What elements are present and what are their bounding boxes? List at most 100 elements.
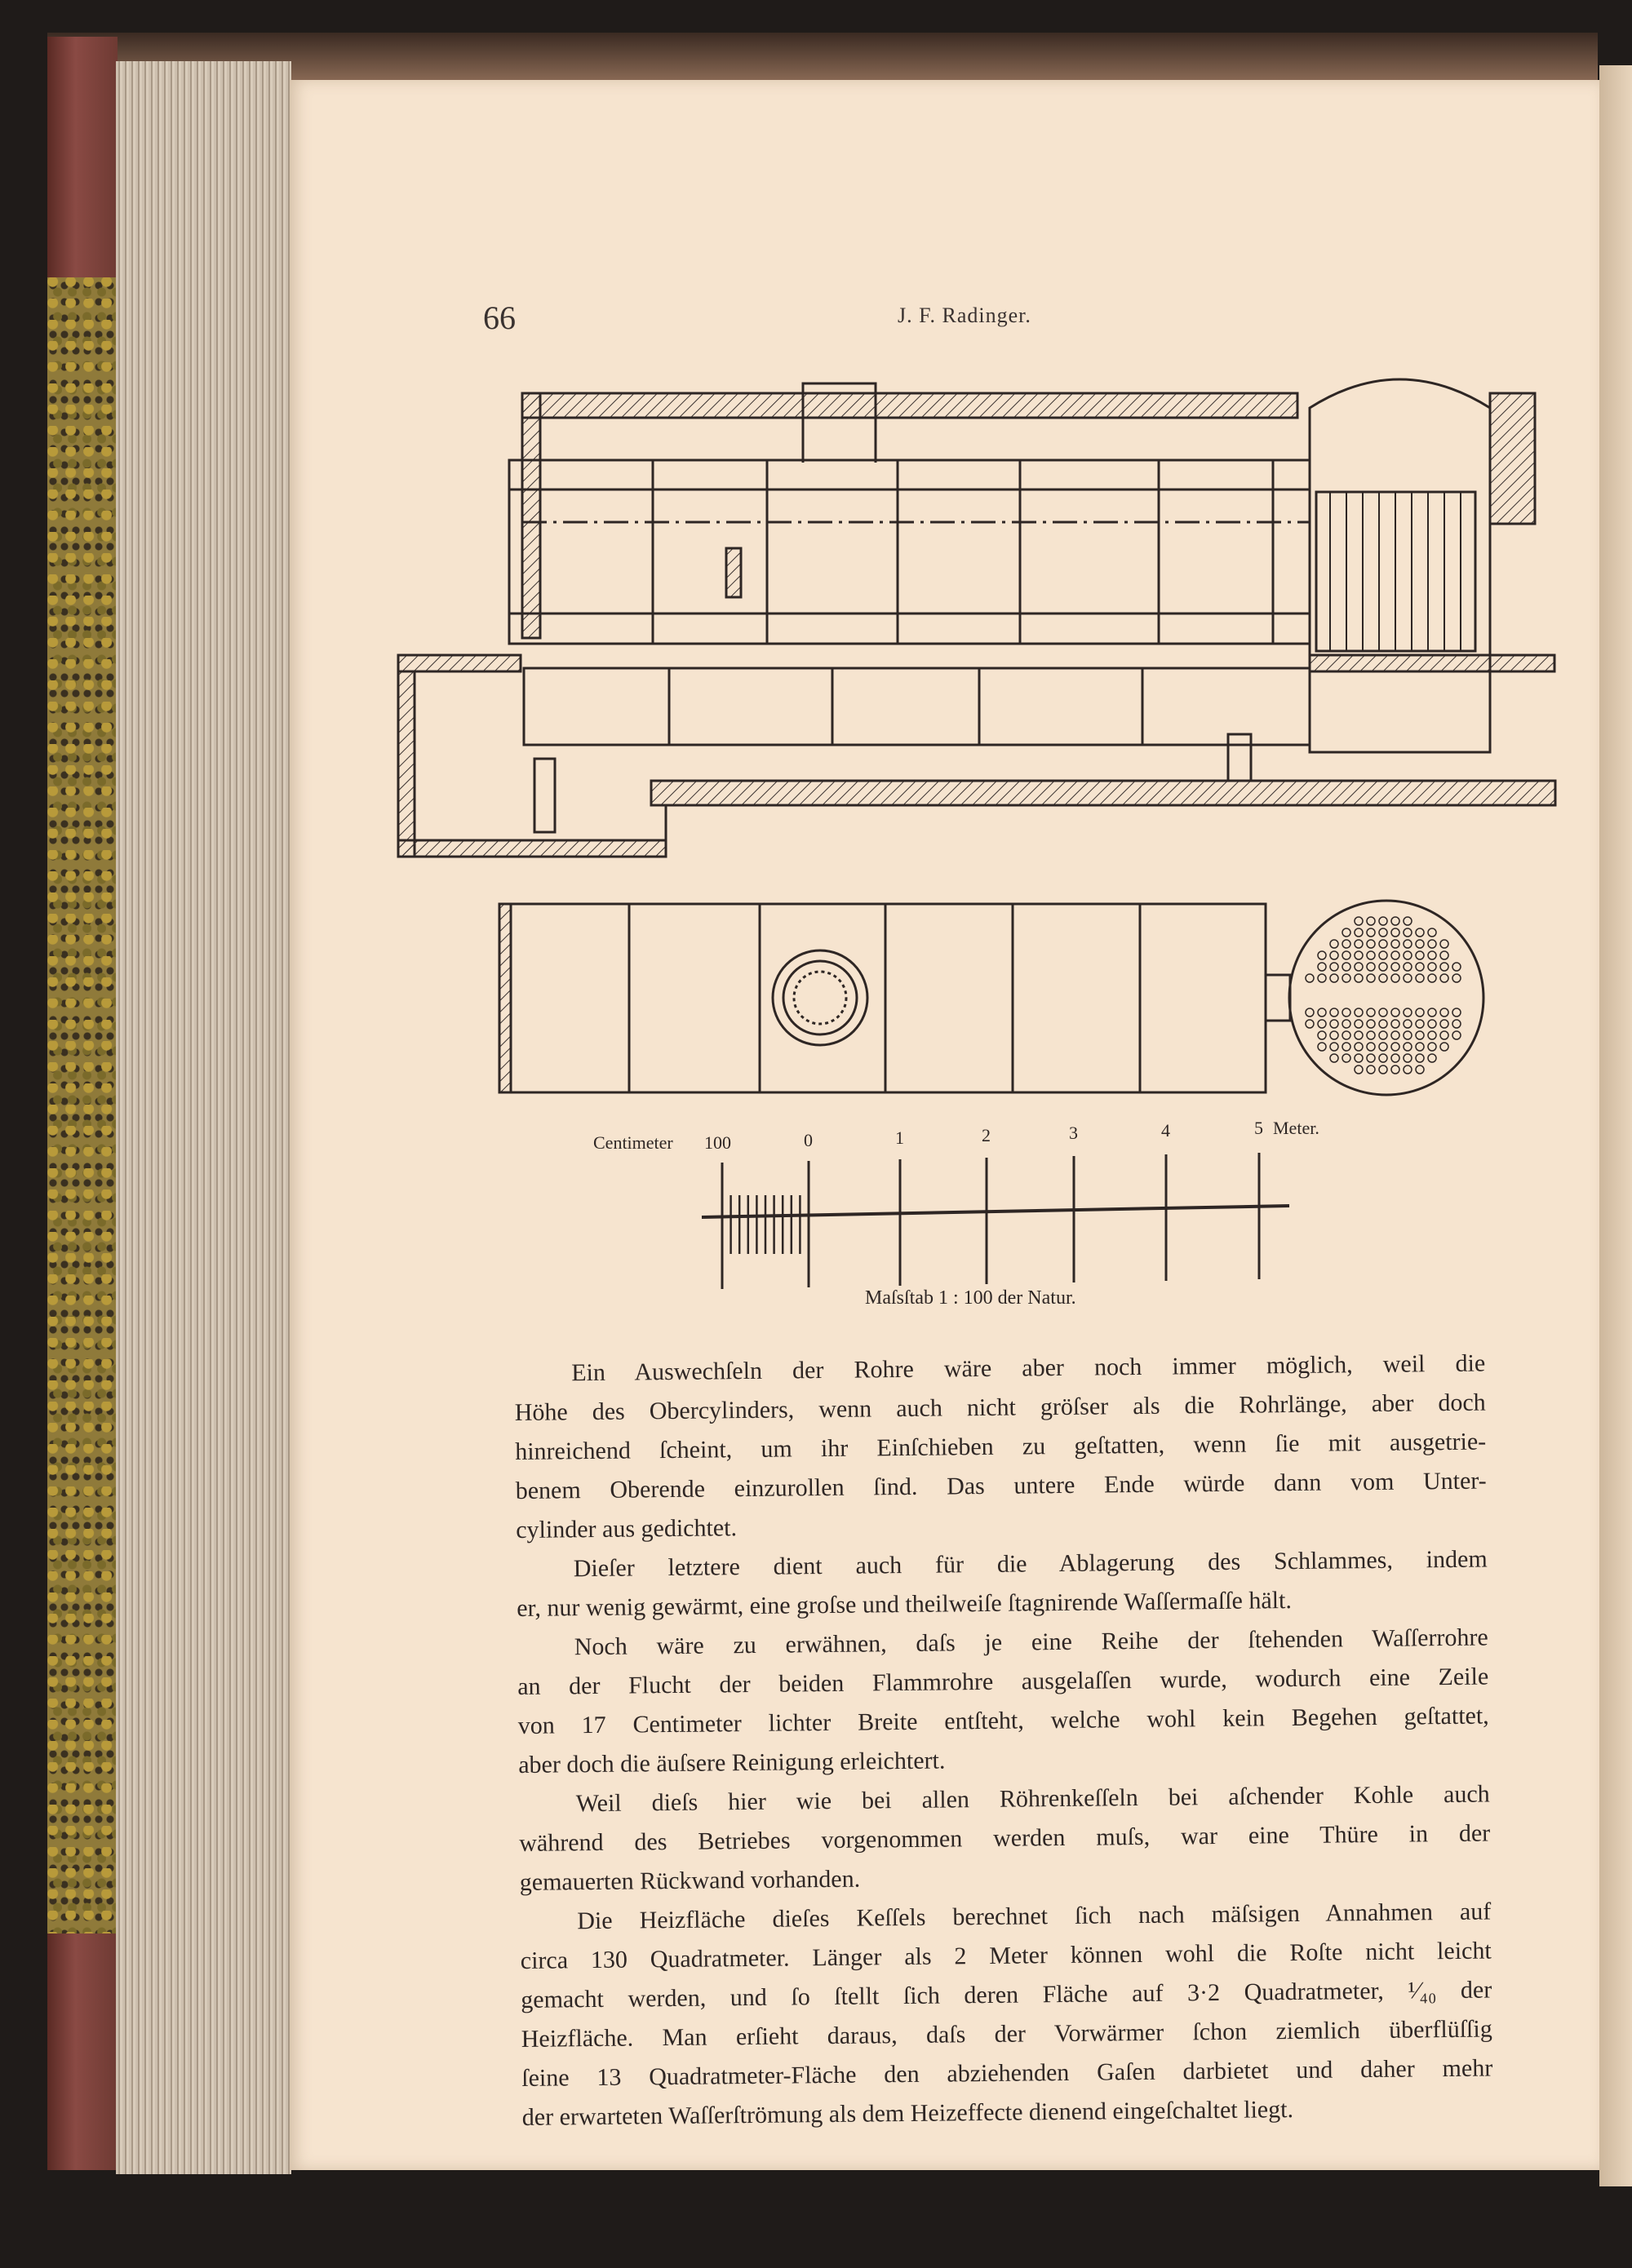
tube-hole xyxy=(1329,962,1339,972)
tube-hole xyxy=(1342,939,1351,949)
tube-hole xyxy=(1403,1019,1412,1029)
tube-hole xyxy=(1366,950,1376,960)
tube-hole xyxy=(1427,939,1437,949)
tube-hole xyxy=(1403,950,1412,960)
tube-hole xyxy=(1305,973,1315,983)
tube-hole xyxy=(1354,1042,1364,1052)
tube-hole xyxy=(1439,962,1449,972)
tube-hole xyxy=(1342,1042,1351,1052)
tube-hole xyxy=(1378,950,1388,960)
tube-hole xyxy=(1305,1008,1315,1017)
tube-hole xyxy=(1403,962,1412,972)
scale-unit-centimeter: Centimeter xyxy=(593,1132,673,1153)
tube-hole xyxy=(1378,1065,1388,1074)
scale-tick-label: 2 xyxy=(982,1125,991,1145)
tube-hole xyxy=(1439,1008,1449,1017)
page-block-edges xyxy=(116,61,291,2174)
tube-hole xyxy=(1403,1065,1412,1074)
tube-hole xyxy=(1366,928,1376,937)
tube-hole xyxy=(1305,1019,1315,1029)
tube-hole xyxy=(1329,973,1339,983)
tube-hole xyxy=(1354,1065,1364,1074)
tube-hole xyxy=(1342,1008,1351,1017)
scale-tick-label: 1 xyxy=(895,1127,904,1148)
tube-hole xyxy=(1403,939,1412,949)
tube-hole xyxy=(1403,916,1412,926)
tube-hole xyxy=(1317,1030,1327,1040)
tube-hole xyxy=(1390,1065,1400,1074)
facing-page-edge xyxy=(1599,65,1632,2186)
upper-drum xyxy=(508,458,1311,645)
tube-hole xyxy=(1415,1042,1425,1052)
scale-unit-meter: Meter. xyxy=(1273,1118,1319,1138)
scale-baseline xyxy=(701,1204,1290,1219)
tube-hole xyxy=(1329,1008,1339,1017)
plan-view-drawing xyxy=(498,899,1485,1096)
tube-hole xyxy=(1390,1019,1400,1029)
tube-hole xyxy=(1366,1042,1376,1052)
tube-hole xyxy=(1403,1042,1412,1052)
tube-hole xyxy=(1439,1030,1449,1040)
tube-hole xyxy=(1342,973,1351,983)
foundation-floor xyxy=(650,779,1557,807)
tube-hole xyxy=(1415,928,1425,937)
tube-hole xyxy=(1354,939,1364,949)
tube-hole xyxy=(1342,1053,1351,1063)
tube-hole xyxy=(1329,939,1339,949)
tube-hole xyxy=(1366,939,1376,949)
book-top-edge xyxy=(47,33,1598,82)
ash-pit xyxy=(397,671,667,858)
tube-hole xyxy=(1366,1008,1376,1017)
tube-hole xyxy=(1452,1008,1461,1017)
tube-hole xyxy=(1427,1008,1437,1017)
tube-hole xyxy=(1378,1042,1388,1052)
tube-hole xyxy=(1366,1065,1376,1074)
tube-hole xyxy=(1354,950,1364,960)
tube-hole xyxy=(1366,1019,1376,1029)
tube-hole xyxy=(1390,916,1400,926)
running-head: J. F. Radinger. xyxy=(898,303,1031,327)
tube-hole xyxy=(1354,928,1364,937)
dome-plan xyxy=(771,949,869,1047)
tube-hole xyxy=(1354,1019,1364,1029)
tube-hole xyxy=(1317,1008,1327,1017)
tube-hole xyxy=(1354,916,1364,926)
tube-hole xyxy=(1354,1053,1364,1063)
tube-hole xyxy=(1317,962,1327,972)
scale-tick-label: 5 xyxy=(1254,1118,1263,1138)
tube-hole xyxy=(1403,1008,1412,1017)
scale-caption: Maſsſtab 1 : 100 der Natur. xyxy=(865,1287,1076,1309)
tube-hole xyxy=(1427,973,1437,983)
tube-hole xyxy=(1427,962,1437,972)
lower-drum xyxy=(522,667,1311,746)
tube-hole xyxy=(1403,973,1412,983)
scale-tick-label: 100 xyxy=(704,1132,731,1153)
tube-hole xyxy=(1427,1042,1437,1052)
tube-hole xyxy=(1390,962,1400,972)
tube-hole xyxy=(1354,973,1364,983)
tube-hole xyxy=(1366,1053,1376,1063)
end-chamber xyxy=(1308,378,1492,754)
scale-tick-label: 4 xyxy=(1161,1120,1170,1141)
tube-hole xyxy=(1329,950,1339,960)
tube-hole xyxy=(1390,973,1400,983)
book-cover-leather xyxy=(47,37,118,281)
brick-right-wall xyxy=(1488,392,1537,525)
tube-hole xyxy=(1390,939,1400,949)
brick-roof xyxy=(521,392,1299,419)
tube-hole xyxy=(1439,939,1449,949)
tube-hole xyxy=(1378,939,1388,949)
tube-hole xyxy=(1403,1053,1412,1063)
tube-hole xyxy=(1415,962,1425,972)
book-page xyxy=(290,80,1599,2170)
tube-hole xyxy=(1427,950,1437,960)
tube-hole xyxy=(1439,1042,1449,1052)
tube-hole xyxy=(1329,1019,1339,1029)
tube-hole xyxy=(1415,950,1425,960)
tube-hole xyxy=(1354,962,1364,972)
tube-hole xyxy=(1415,973,1425,983)
tube-hole xyxy=(1342,962,1351,972)
tube-hole xyxy=(1452,973,1461,983)
tube-hole xyxy=(1439,973,1449,983)
